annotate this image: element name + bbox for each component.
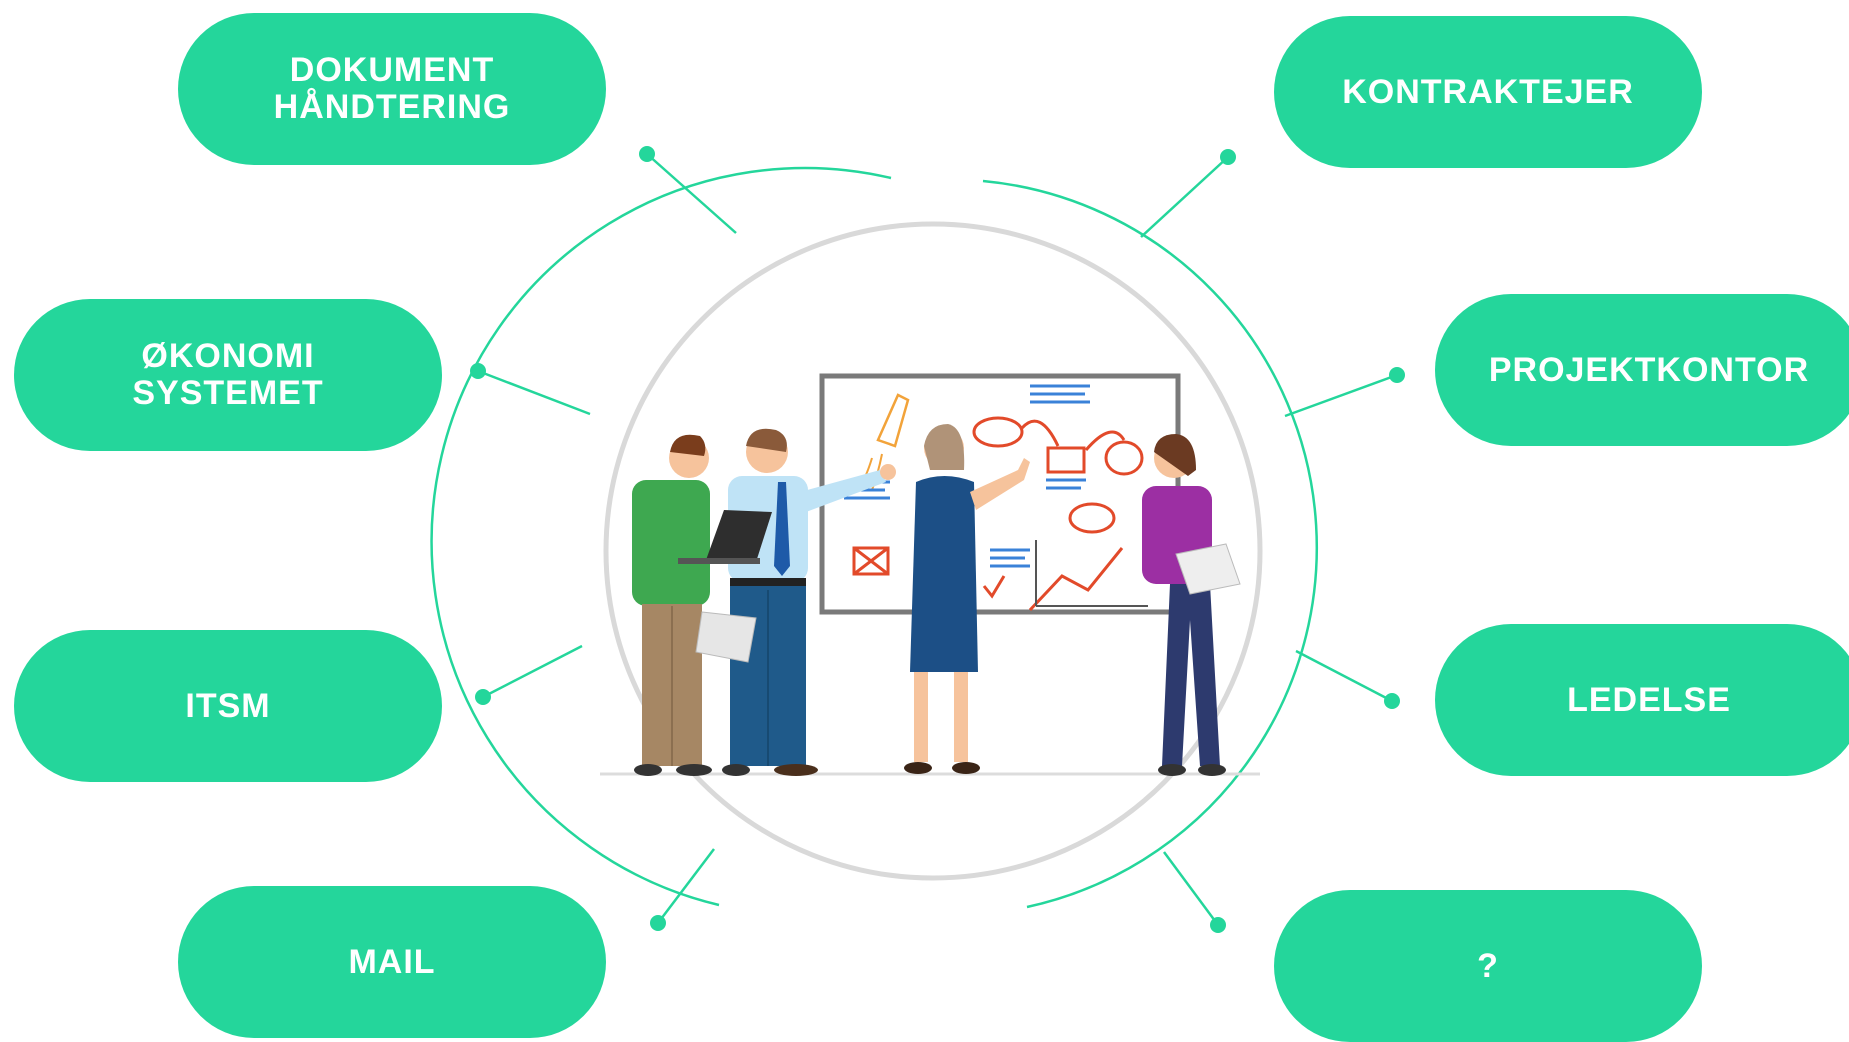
dot-projektkontor [1389, 367, 1405, 383]
node-label: ITSM [185, 686, 271, 725]
connector-mail [657, 848, 715, 924]
node-label: ? [1477, 946, 1499, 985]
connector-projektkontor [1284, 373, 1398, 418]
connectors [477, 153, 1398, 926]
node-label: KONTRAKTEJER [1342, 72, 1634, 111]
person-shirt-tie-icon [678, 428, 896, 776]
connector-itsm [482, 644, 583, 699]
dot-mail [650, 915, 666, 931]
dot-dokument [639, 146, 655, 162]
inner-ring [603, 221, 1263, 881]
node-okonomi-systemet: ØKONOMI SYSTEMET [14, 299, 442, 451]
connector-dots [470, 146, 1405, 933]
person-navy-dress-icon [904, 424, 1030, 774]
outer-arc-left [430, 166, 892, 907]
node-label: PROJEKTKONTOR [1488, 350, 1810, 389]
team-meeting-whiteboard-illustration [600, 373, 1260, 776]
dot-unknown [1210, 917, 1226, 933]
node-label: MAIL [348, 942, 436, 981]
person-green-shirt-icon [632, 434, 712, 776]
node-label-line1: ØKONOMI [141, 337, 315, 375]
node-mail: MAIL [178, 886, 606, 1038]
node-itsm: ITSM [14, 630, 442, 782]
outer-arc-right [982, 179, 1318, 909]
node-kontraktejer: KONTRAKTEJER [1274, 16, 1702, 168]
connector-okonomi [477, 369, 591, 416]
dot-okonomi [470, 363, 486, 379]
node-dokument-haandtering: DOKUMENT HÅNDTERING [178, 13, 606, 165]
dot-kontrakter [1220, 149, 1236, 165]
connector-kontrakter [1140, 156, 1229, 238]
node-ledelse: LEDELSE [1435, 624, 1849, 776]
node-label: LEDELSE [1567, 680, 1731, 719]
node-projektkontor: PROJEKTKONTOR [1435, 294, 1849, 446]
outer-ring [430, 166, 1318, 909]
dot-ledelse [1384, 693, 1400, 709]
connector-ledelse [1295, 649, 1393, 703]
dot-itsm [475, 689, 491, 705]
node-unknown: ? [1274, 890, 1702, 1042]
node-label-line2: HÅNDTERING [273, 88, 511, 126]
connector-dokument [646, 153, 737, 234]
connector-unknown [1162, 851, 1220, 926]
node-label-line2: SYSTEMET [132, 374, 324, 412]
person-purple-top-icon [1142, 434, 1241, 776]
node-label-line1: DOKUMENT [289, 51, 495, 89]
